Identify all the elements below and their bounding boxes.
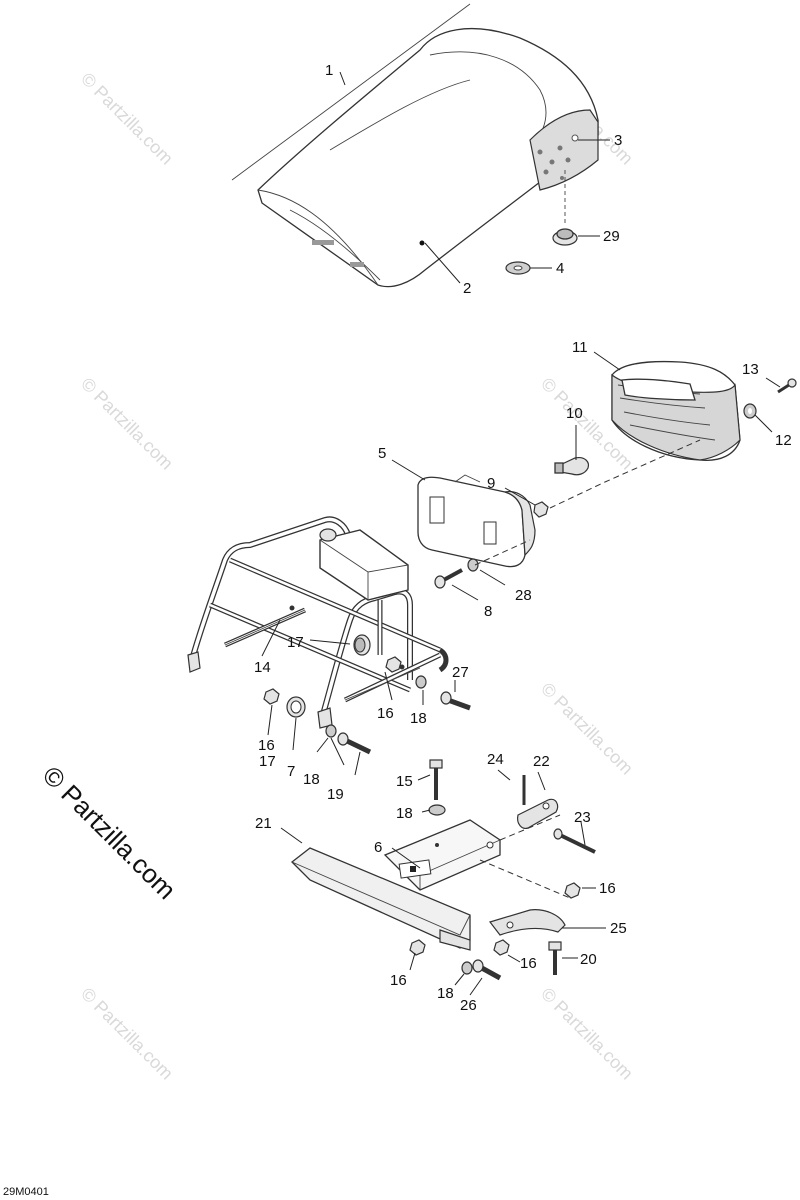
callout-15: 15: [396, 773, 413, 790]
bracket-21: [291, 847, 471, 951]
callout-20: 20: [580, 951, 597, 968]
callout-11: 11: [572, 339, 588, 356]
lock-washer-4: [505, 261, 531, 275]
callout-16-b: 16: [258, 737, 275, 754]
watermark-7: © Partzilla.com: [537, 984, 637, 1084]
callout-25: 25: [610, 920, 627, 937]
bracket-22: [517, 798, 559, 829]
plate-6: [383, 819, 501, 891]
callout-24: 24: [487, 751, 504, 768]
callout-16-d: 16: [520, 955, 537, 972]
watermark-5: © Partzilla.com: [537, 679, 637, 779]
nut-16-bracket: [493, 939, 510, 956]
callout-2: 2: [463, 280, 471, 297]
callout-16-a: 16: [377, 705, 394, 722]
drawing-code: 29M0401: [3, 1186, 49, 1198]
spacer-17-lower: [286, 696, 306, 718]
watermark-1: © Partzilla.com: [77, 69, 177, 169]
washer-18-c: [428, 804, 446, 816]
callout-17-upper: 17: [287, 634, 304, 651]
callout-9: 9: [487, 475, 495, 492]
nut-16-lower: [409, 939, 426, 956]
callout-18-d: 18: [437, 985, 454, 1002]
screw-13: [777, 378, 797, 394]
callout-23: 23: [574, 809, 591, 826]
callout-19: 19: [327, 786, 344, 803]
callout-18-b: 18: [410, 710, 427, 727]
nut-16-left: [263, 688, 280, 705]
luggage-rack-14: [187, 516, 449, 729]
bulb-10: [554, 457, 590, 476]
callout-6: 6: [374, 839, 382, 856]
callout-22: 22: [533, 753, 550, 770]
callout-17-lower: 17: [259, 753, 276, 770]
callout-13: 13: [742, 361, 759, 378]
assembly-line-base: [474, 539, 531, 566]
washer-18-a: [325, 724, 337, 738]
bolt-19: [337, 732, 372, 755]
nut-16-right: [564, 882, 581, 899]
washer-18-d: [461, 961, 473, 975]
bolt-27: [440, 691, 471, 711]
callout-1: 1: [325, 62, 333, 79]
callout-4: 4: [556, 260, 564, 277]
watermark-3: © Partzilla.com: [77, 374, 177, 474]
callout-29: 29: [603, 228, 620, 245]
callout-18-c: 18: [396, 805, 413, 822]
assembly-line-bracket: [479, 859, 571, 899]
callout-27: 27: [452, 664, 469, 681]
nut-16-upper: [385, 656, 402, 673]
washer-18-b: [415, 675, 427, 689]
callout-14: 14: [254, 659, 271, 676]
callout-8: 8: [484, 603, 492, 620]
callout-3: 3: [614, 132, 622, 149]
callout-18-a: 18: [303, 771, 320, 788]
callout-7: 7: [287, 763, 295, 780]
washer-12: [743, 403, 757, 419]
leader-lines: [261, 71, 781, 996]
bracket-25: [488, 909, 566, 936]
callout-26: 26: [460, 997, 477, 1014]
nut-9: [533, 501, 549, 518]
callout-12: 12: [775, 432, 792, 449]
callout-16-c: 16: [599, 880, 616, 897]
callouts: 1 2 3 4 29 11 13 10 12 5 9 28 8 17 14 27…: [254, 62, 792, 1014]
grommet-29: [552, 228, 578, 246]
bolt-26: [472, 959, 502, 981]
callout-16-e: 16: [390, 972, 407, 989]
washer-28: [467, 558, 479, 572]
callout-10: 10: [566, 405, 583, 422]
tail-light-lens-11: [611, 360, 741, 461]
light-base-5: [417, 474, 536, 568]
callout-28: 28: [515, 587, 532, 604]
assembly-line-light: [549, 439, 701, 509]
seat: [231, 3, 599, 288]
assembly-line-pin: [499, 814, 561, 841]
bolt-20: [548, 941, 562, 975]
callout-5: 5: [378, 445, 386, 462]
pin-23: [553, 828, 596, 854]
screw-8: [434, 568, 463, 589]
callout-21: 21: [255, 815, 272, 832]
watermark-6: © Partzilla.com: [77, 984, 177, 1084]
spacer-17-upper: [353, 634, 371, 656]
bolt-15: [429, 759, 443, 800]
